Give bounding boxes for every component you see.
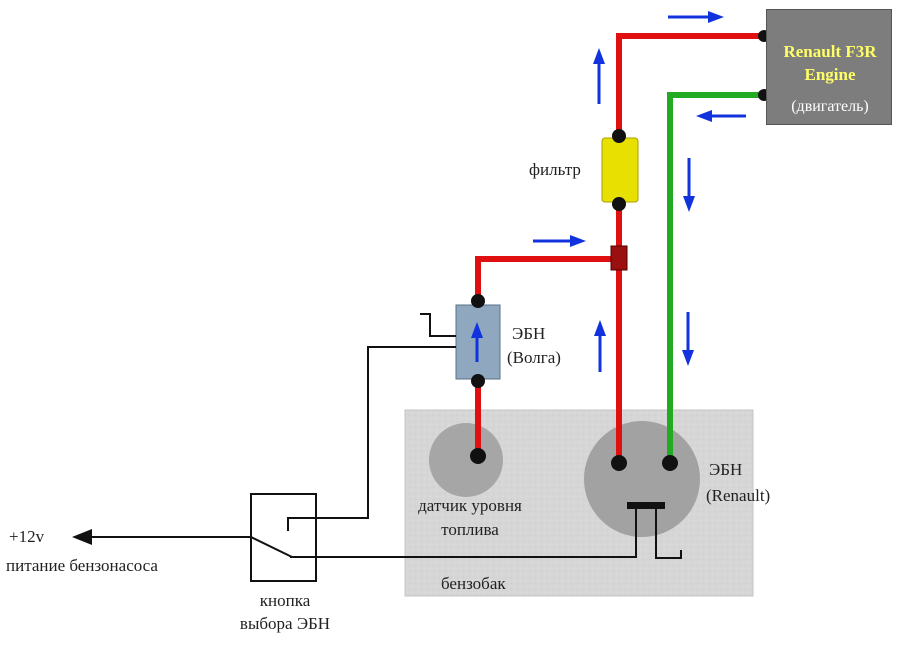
filter-port-top — [612, 129, 626, 143]
wire-renault — [316, 509, 637, 558]
fuel-sensor-label-2: топлива — [441, 520, 499, 539]
renault-outlet-supply — [611, 455, 627, 471]
filter-label: фильтр — [529, 160, 581, 179]
flow-arrow-up-volga — [471, 322, 483, 362]
supply-line-main — [616, 33, 766, 462]
renault-pump — [584, 421, 700, 537]
pump-renault-label-2: (Renault) — [706, 486, 771, 505]
fuel-filter — [601, 137, 639, 203]
flow-arrow-up-lower — [594, 320, 606, 372]
pump-volga-label-1: ЭБН — [512, 324, 546, 343]
tank-label: бензобак — [441, 574, 506, 593]
power-label-1: +12v — [9, 527, 45, 546]
renault-terminal — [627, 502, 665, 509]
volga-ground — [420, 313, 456, 337]
engine-title-line1: Renault F3R — [783, 42, 877, 61]
engine-box: Renault F3R Engine (двигатель) — [766, 9, 892, 125]
switch-label-1: кнопка — [259, 591, 311, 610]
switch-contact-top — [287, 517, 316, 531]
fuel-sensor-label-1: датчик уровня — [418, 496, 522, 515]
sensor-outlet — [470, 448, 486, 464]
power-arrow — [72, 529, 92, 545]
switch-label-2: выбора ЭБН — [239, 614, 331, 633]
volga-port-bottom — [471, 374, 485, 388]
flow-arrows — [471, 11, 746, 372]
switch-lever — [250, 536, 293, 558]
engine-subtitle: (двигатель) — [791, 98, 869, 115]
power-label-2: питание бензонасоса — [6, 556, 158, 575]
flow-arrow-right-top — [668, 11, 724, 23]
flow-arrow-right-volga — [533, 235, 586, 247]
pump-renault-label-1: ЭБН — [709, 460, 743, 479]
supply-line-volga — [475, 256, 619, 456]
flow-arrow-left-return — [696, 110, 746, 122]
wire-volga — [316, 346, 456, 519]
flow-arrow-down-return-bottom — [682, 312, 694, 366]
tee-junction — [610, 245, 628, 271]
filter-port-bottom — [612, 197, 626, 211]
flow-arrow-up-main — [593, 48, 605, 104]
fuel-level-sensor — [429, 423, 503, 497]
selector-switch — [250, 493, 317, 582]
flow-arrow-down-return-top — [683, 158, 695, 212]
renault-outlet-return — [662, 455, 678, 471]
volga-port-top — [471, 294, 485, 308]
pump-volga-label-2: (Волга) — [507, 348, 561, 367]
renault-ground — [655, 509, 682, 559]
return-line — [667, 92, 766, 462]
engine-title-line2: Engine — [804, 65, 856, 84]
